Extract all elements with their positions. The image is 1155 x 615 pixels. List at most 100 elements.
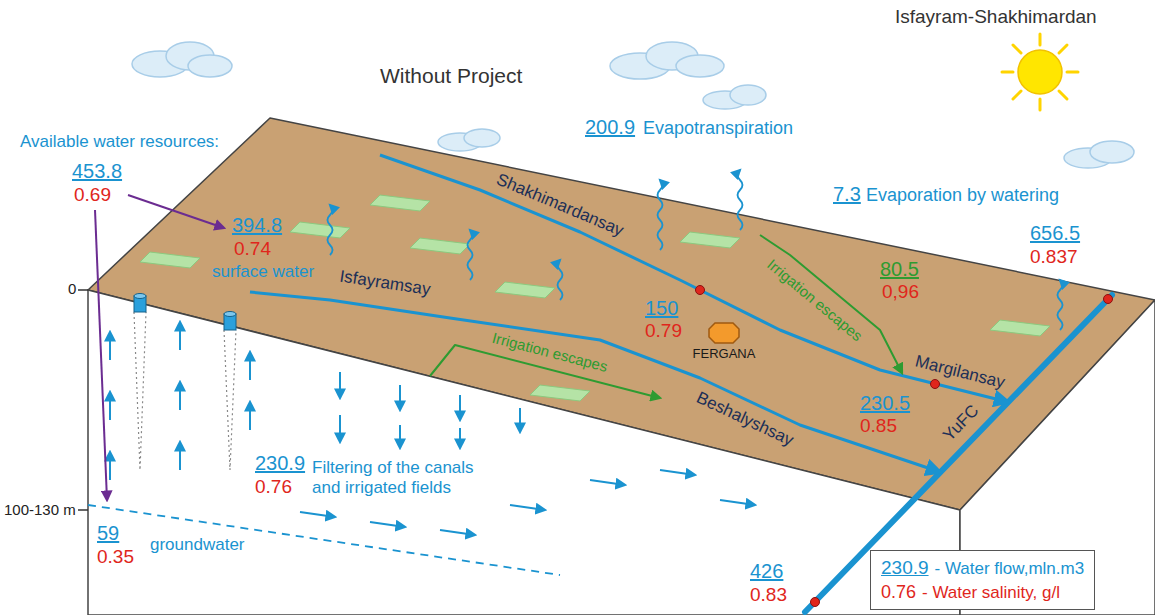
salinity-value: 0.837 <box>1030 246 1078 268</box>
legend-row: 0.76 - Water salinity, g/l <box>881 581 1084 604</box>
flow-arrow <box>300 512 335 517</box>
evaporation-arrow <box>738 170 743 230</box>
legend-box: 230.9 - Water flow,mln.m3 0.76 - Water sali… <box>870 550 1095 610</box>
flow-name: Evapotranspiration <box>643 118 793 139</box>
sun <box>1039 99 1042 110</box>
salinity-value: 0,96 <box>882 281 919 303</box>
well <box>134 294 236 471</box>
salinity-value: 0.74 <box>234 238 271 260</box>
salinity-value: 0.79 <box>645 320 682 342</box>
depth-tick <box>78 509 88 511</box>
flow-value: 150 <box>645 297 678 320</box>
flow-arrow <box>519 408 521 432</box>
well <box>134 294 146 299</box>
flow-name: Evaporation by watering <box>866 185 1059 206</box>
irrigation-escape <box>430 235 902 398</box>
evaporation-arrow <box>658 180 663 250</box>
city-marker: FERGANA <box>708 322 740 344</box>
flow-value: 656.5 <box>1030 222 1080 245</box>
well <box>224 330 236 470</box>
salinity-value: 0.35 <box>97 546 134 568</box>
sun <box>1059 91 1067 99</box>
flow-arrow <box>510 505 545 510</box>
flow-arrow <box>339 415 341 442</box>
gauge-dot <box>811 598 820 607</box>
flow-arrow <box>179 382 181 410</box>
flow-value: 426 <box>750 560 783 583</box>
evaporation-arrow <box>328 170 1063 330</box>
irrigated-field <box>370 195 430 211</box>
groundwater-level <box>88 505 560 575</box>
evaporation-arrow <box>1058 280 1063 330</box>
irrigated-field <box>990 320 1050 336</box>
flow-value: 200.9 <box>585 116 635 139</box>
sun <box>1039 34 1042 45</box>
flow-arrow <box>440 530 475 535</box>
canal-yufc <box>805 295 1112 612</box>
flow-arrow <box>590 480 625 485</box>
legend-text: - Water flow,mln.m3 <box>935 558 1085 580</box>
cloud <box>1090 141 1134 163</box>
irrigated-field <box>410 238 470 254</box>
diagram-title: Without Project <box>380 64 522 88</box>
city-octagon <box>709 323 739 343</box>
flow-value: 394.8 <box>232 214 282 237</box>
flow-arrow <box>399 425 401 448</box>
sun <box>1013 91 1021 99</box>
legend-row: 230.9 - Water flow,mln.m3 <box>881 556 1084 581</box>
irrigation-escape <box>760 235 902 373</box>
flow-arrow <box>249 352 251 380</box>
irrigated-field <box>495 282 555 298</box>
flow-arrow <box>399 385 401 410</box>
resource-arrow <box>95 195 224 500</box>
cloud <box>676 55 724 77</box>
legend-sample: 0.76 <box>881 581 916 604</box>
flow-name: surface water <box>212 262 314 282</box>
block-face <box>88 290 960 615</box>
salinity-value: 0.69 <box>74 184 111 206</box>
flow-arrow <box>179 442 181 470</box>
flow-arrow <box>179 322 181 350</box>
salinity-value: 0.85 <box>860 415 897 437</box>
flow-arrow <box>109 452 111 480</box>
gauge-dot <box>1104 295 1113 304</box>
sun <box>1002 71 1013 74</box>
city-octagon <box>708 322 740 344</box>
evaporation-arrow <box>558 260 563 300</box>
sun <box>1013 45 1021 53</box>
irrigated-field <box>290 222 350 238</box>
flow-name: groundwater <box>150 535 245 555</box>
legend-sample: 230.9 <box>881 556 929 581</box>
flow-value: 59 <box>97 522 119 545</box>
legend-text: - Water salinity, g/l <box>922 582 1060 604</box>
salinity-value: 0.83 <box>750 584 787 606</box>
gauge-dot <box>696 286 705 295</box>
irrigated-field <box>140 252 200 268</box>
sun <box>1018 50 1062 94</box>
flow-value: 230.9 <box>255 452 305 475</box>
irrigated-field <box>530 385 590 401</box>
cloud <box>464 129 500 147</box>
flow-arrow <box>459 428 461 448</box>
depth-mark: 0 <box>68 280 76 297</box>
sun <box>1002 34 1078 110</box>
section-heading: Available water resources: <box>20 132 219 152</box>
cloud <box>188 55 232 77</box>
depth-tick <box>78 289 88 291</box>
evaporation-arrow <box>468 230 473 280</box>
block-face <box>88 118 1155 615</box>
evaporation-arrow <box>328 205 333 255</box>
depth-tick <box>78 290 88 510</box>
sun <box>1002 34 1078 110</box>
city-name: FERGANA <box>693 347 756 362</box>
salinity-value: 0.76 <box>255 476 292 498</box>
cloud <box>730 85 766 105</box>
flow-value: 80.5 <box>880 258 919 281</box>
flow-value: 7.3 <box>833 183 861 206</box>
flow-arrow <box>720 500 755 505</box>
resource-arrow <box>128 195 224 228</box>
flow-arrow <box>109 392 111 420</box>
irrigated-field <box>680 232 740 248</box>
